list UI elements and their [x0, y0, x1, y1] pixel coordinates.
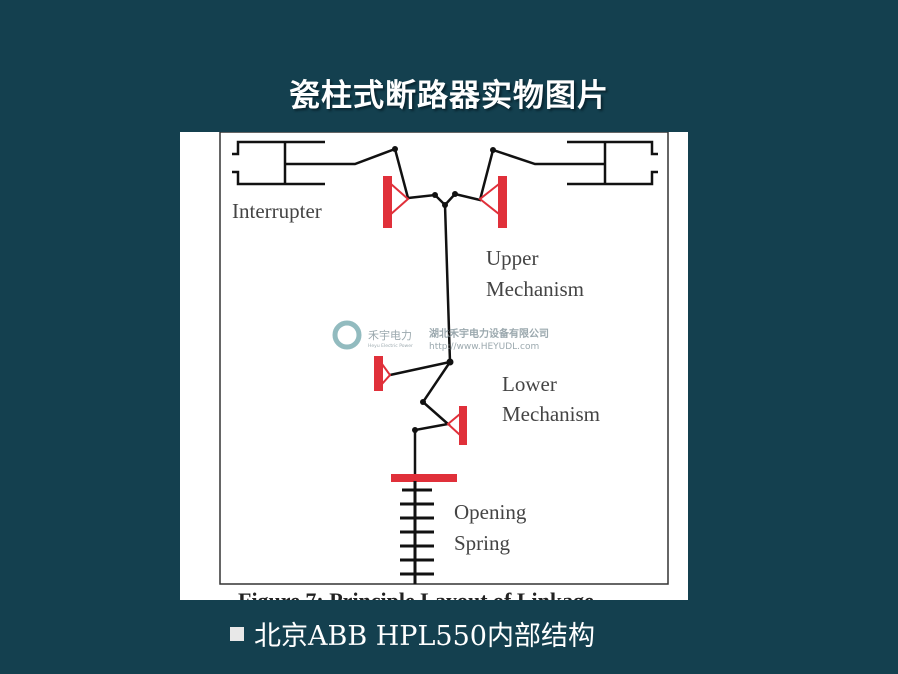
- bullet-item: 北京ABB HPL550内部结构: [230, 614, 595, 653]
- joints: [392, 146, 496, 433]
- label-upper: Upper: [486, 246, 538, 270]
- left-interrupter: [232, 140, 605, 207]
- right-interrupter: [567, 140, 658, 186]
- linkage-diagram: Interrupter Upper Mechanism Lower Mechan…: [180, 132, 688, 600]
- diagram-border: [219, 132, 669, 585]
- label-spring: Spring: [454, 531, 511, 555]
- diagram-svg: Interrupter Upper Mechanism Lower Mechan…: [219, 132, 669, 600]
- opening-spring: [400, 481, 434, 584]
- label-lower-mechanism: Mechanism: [502, 402, 600, 426]
- watermark-logo-icon: [332, 320, 362, 350]
- watermark: 禾宇电力 Heyu Electric Power 湖北禾宇电力设备有限公司 ht…: [332, 320, 549, 352]
- red-supports: [374, 176, 507, 482]
- label-interrupter: Interrupter: [232, 199, 322, 223]
- svg-text:http://www.HEYUDL.com: http://www.HEYUDL.com: [429, 342, 539, 352]
- figure-caption: Figure 7: Principle Layout of Linkage: [238, 588, 594, 600]
- label-lower: Lower: [502, 372, 557, 396]
- label-opening: Opening: [454, 500, 527, 524]
- slide-title: 瓷柱式断路器实物图片: [289, 78, 609, 114]
- label-upper-mechanism: Mechanism: [486, 277, 584, 301]
- svg-text:湖北禾宇电力设备有限公司: 湖北禾宇电力设备有限公司: [429, 327, 549, 340]
- svg-text:禾宇电力: 禾宇电力: [368, 329, 412, 342]
- bullet-text: 北京ABB HPL550内部结构: [254, 621, 595, 652]
- svg-text:Heyu Electric Power: Heyu Electric Power: [368, 343, 413, 349]
- bullet-square-icon: [230, 626, 244, 641]
